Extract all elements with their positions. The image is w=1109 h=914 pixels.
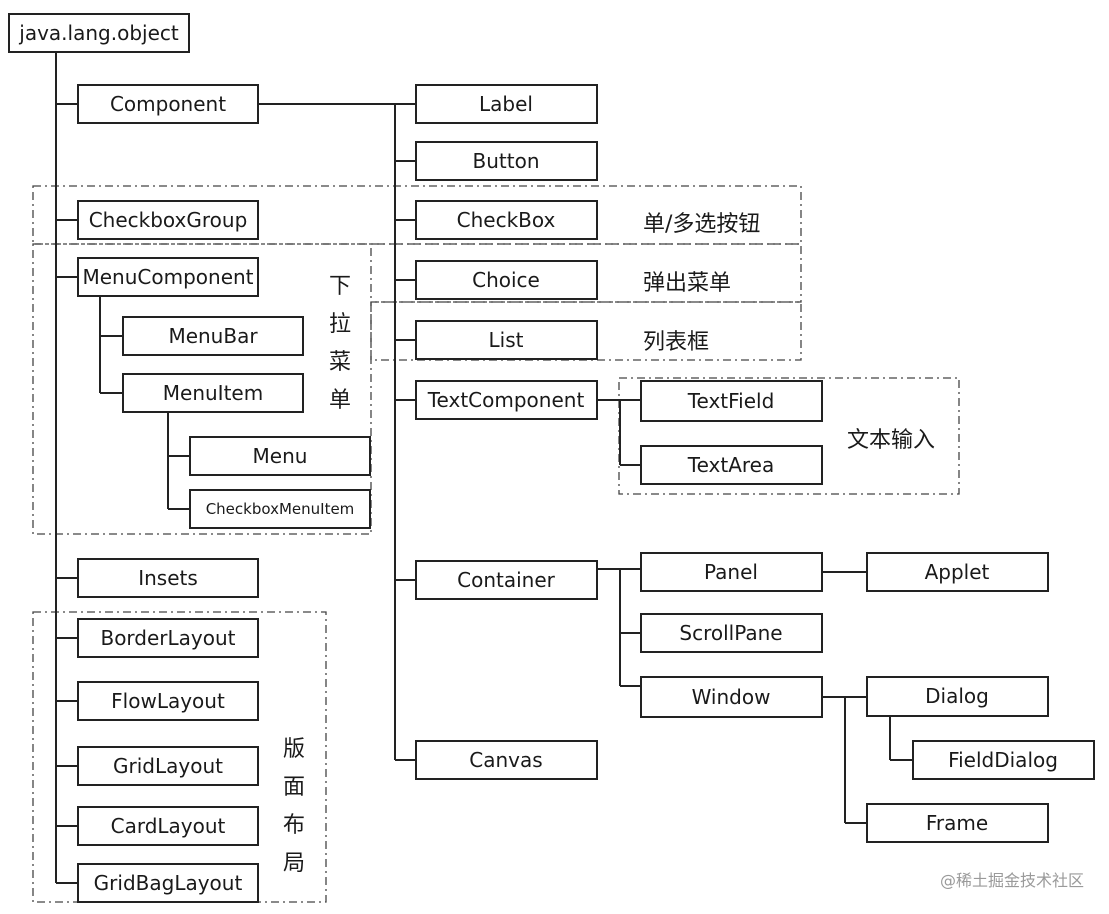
node-label-text: FieldDialog [948, 748, 1058, 772]
popup-menu-group-outline [371, 243, 802, 303]
node-label: CheckboxGroup [89, 208, 248, 232]
node-label-text: TextArea [687, 453, 774, 477]
node-label: BorderLayout [100, 626, 235, 650]
node-text-area: TextArea [640, 445, 823, 485]
node-window: Window [640, 676, 823, 718]
node-label: GridLayout [113, 754, 223, 778]
node-label: Component [110, 92, 226, 116]
checkbox-group-outline [32, 185, 802, 245]
node-container: Container [415, 560, 598, 600]
node-flow-layout: FlowLayout [77, 681, 259, 721]
vertical-label-char: 局 [283, 851, 305, 876]
node-text-field: TextField [640, 380, 823, 422]
vertical-label-char: 拉 [329, 312, 351, 337]
annotation-radio-buttons: 单/多选按钮 [643, 212, 760, 237]
node-border-layout: BorderLayout [77, 618, 259, 658]
node-label: Menu [253, 444, 308, 468]
node-label: Label [415, 84, 598, 124]
node-applet: Applet [866, 552, 1049, 592]
node-menu: Menu [189, 436, 371, 476]
vertical-label-char: 单 [329, 388, 351, 413]
node-choice: Choice [415, 260, 598, 300]
node-frame: Frame [866, 803, 1049, 843]
node-text-component: TextComponent [415, 380, 598, 420]
node-component: Component [77, 84, 259, 124]
node-label-text: Frame [926, 811, 988, 835]
node-label-text: TextComponent [427, 388, 585, 412]
node-grid-bag-layout: GridBagLayout [77, 863, 259, 903]
node-label-text: CheckBox [457, 208, 556, 232]
vertical-label-char: 布 [283, 813, 305, 838]
node-card-layout: CardLayout [77, 806, 259, 846]
node-label: CheckboxMenuItem [206, 500, 355, 518]
node-label: MenuComponent [82, 265, 253, 289]
page-layout-group-outline [32, 611, 327, 903]
node-label: MenuBar [168, 324, 258, 348]
node-menu-bar: MenuBar [122, 316, 304, 356]
node-menu-item: MenuItem [122, 373, 304, 413]
node-list: List [415, 320, 598, 360]
node-label-text: Canvas [469, 748, 542, 772]
node-label-text: TextField [687, 389, 775, 413]
node-label-text: List [489, 328, 524, 352]
vertical-label-char: 菜 [329, 350, 351, 375]
node-button: Button [415, 141, 598, 181]
node-label: MenuItem [163, 381, 263, 405]
node-label-text: Dialog [925, 684, 989, 708]
node-scroll-pane: ScrollPane [640, 613, 823, 653]
node-menu-component: MenuComponent [77, 257, 259, 297]
node-checkbox-menu-item: CheckboxMenuItem [189, 489, 371, 529]
node-label: FlowLayout [111, 689, 225, 713]
node-label-text: Container [457, 568, 556, 592]
node-canvas: Canvas [415, 740, 598, 780]
node-label: java.lang.object [18, 21, 179, 45]
watermark: @稀土掘金技术社区 [940, 871, 1084, 890]
node-label-text: Applet [925, 560, 990, 584]
node-label: GridBagLayout [94, 871, 243, 895]
node-panel: Panel [640, 552, 823, 592]
vertical-label-char: 面 [283, 775, 305, 800]
node-label-text: Window [692, 685, 771, 709]
connector-lines [55, 52, 913, 884]
node-label-text: ScrollPane [679, 621, 782, 645]
annotation-list-box: 列表框 [643, 330, 709, 355]
node-insets: Insets [77, 558, 259, 598]
vertical-label-char: 版 [283, 737, 305, 762]
node-dialog: Dialog [866, 676, 1049, 717]
node-label-text: Button [473, 149, 540, 173]
dropdown-menu-group-outline [32, 243, 372, 535]
vertical-label-char: 下 [329, 274, 351, 299]
node-label: Insets [138, 566, 198, 590]
node-checkbox: CheckBox [415, 200, 598, 240]
node-label-text: Panel [704, 560, 758, 584]
node-grid-layout: GridLayout [77, 746, 259, 786]
node-label-text: Label [479, 92, 533, 116]
node-label-text: Choice [472, 268, 540, 292]
node-label: CardLayout [111, 814, 226, 838]
node-field-dialog: FieldDialog [912, 740, 1095, 780]
annotation-text-input: 文本输入 [847, 428, 935, 453]
node-root-object: java.lang.object [8, 13, 190, 53]
node-checkbox-group: CheckboxGroup [77, 200, 259, 240]
annotation-popup-menu: 弹出菜单 [643, 271, 731, 296]
